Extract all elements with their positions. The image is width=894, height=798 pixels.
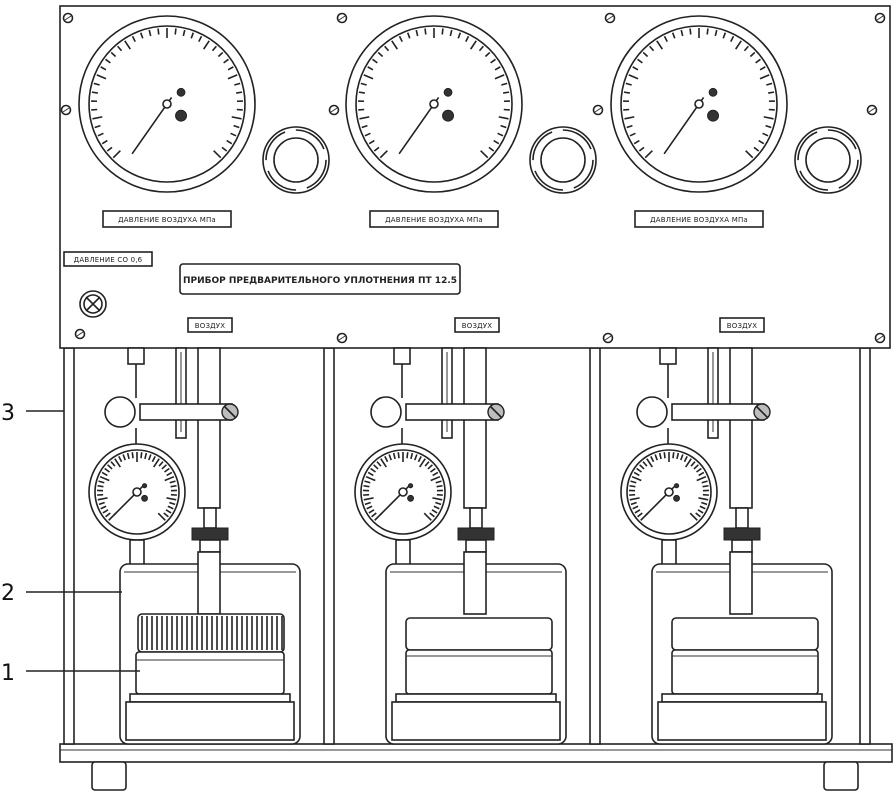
screw-icon [606,14,615,23]
screw-icon [338,14,347,23]
control-panel: ДАВЛЕНИЕ СО 0,6 ПРИБОР ПРЕДВАРИТЕЛЬНОГО … [60,6,890,348]
gauge-plate-text-2: ДАВЛЕНИЕ ВОЗДУХА МПа [385,216,483,224]
screw-icon [338,334,347,343]
test-unit-1 [89,348,300,744]
gauge-plate-text-1: ДАВЛЕНИЕ ВОЗДУХА МПа [118,216,216,224]
screw-icon [594,106,603,115]
unit-plate-text-1: ВОЗДУХ [195,322,226,330]
clamp-screw-icon[interactable] [488,404,504,420]
screw-icon [64,14,73,23]
unit-plate-text-2: ВОЗДУХ [462,322,493,330]
test-unit-3 [621,348,832,744]
screw-icon [62,106,71,115]
base [60,744,892,790]
unit-plate-text-3: ВОЗДУХ [727,322,758,330]
foot-left [92,762,126,790]
panel-gauge-2 [346,16,522,192]
screw-icon [330,106,339,115]
pressure-knob-1[interactable] [263,127,329,193]
knurled-ring [138,614,284,652]
callout-3: 3 [1,401,64,426]
compression-ring [406,618,552,650]
screw-icon [876,334,885,343]
callout-2: 2 [1,581,122,606]
sample-ring [672,650,818,694]
screw-icon [604,334,613,343]
foot-right [824,762,858,790]
screw-icon [76,330,85,339]
gauge-plate-text-3: ДАВЛЕНИЕ ВОЗДУХА МПа [650,216,748,224]
unit-gauge-2 [355,444,451,540]
unit-gauge-3 [621,444,717,540]
pressure-knob-3[interactable] [795,127,861,193]
clamp-screw-icon[interactable] [754,404,770,420]
callout-2-label: 2 [1,581,15,606]
unit-gauge-1 [89,444,185,540]
screw-icon [868,106,877,115]
title-plate-text: ПРИБОР ПРЕДВАРИТЕЛЬНОГО УПЛОТНЕНИЯ ПТ 12… [183,276,457,286]
sample-ring [406,650,552,694]
clamp-screw-icon[interactable] [222,404,238,420]
callout-3-label: 3 [1,401,15,426]
panel-valve [80,291,106,317]
callout-1-label: 1 [1,661,15,686]
left-plate-text: ДАВЛЕНИЕ СО 0,6 [74,256,143,264]
sample-ring [136,652,284,694]
panel-gauge-1 [79,16,255,192]
screw-icon [876,14,885,23]
compression-ring [672,618,818,650]
test-unit-2 [355,348,566,744]
pressure-knob-2[interactable] [530,127,596,193]
panel-gauge-3 [611,16,787,192]
